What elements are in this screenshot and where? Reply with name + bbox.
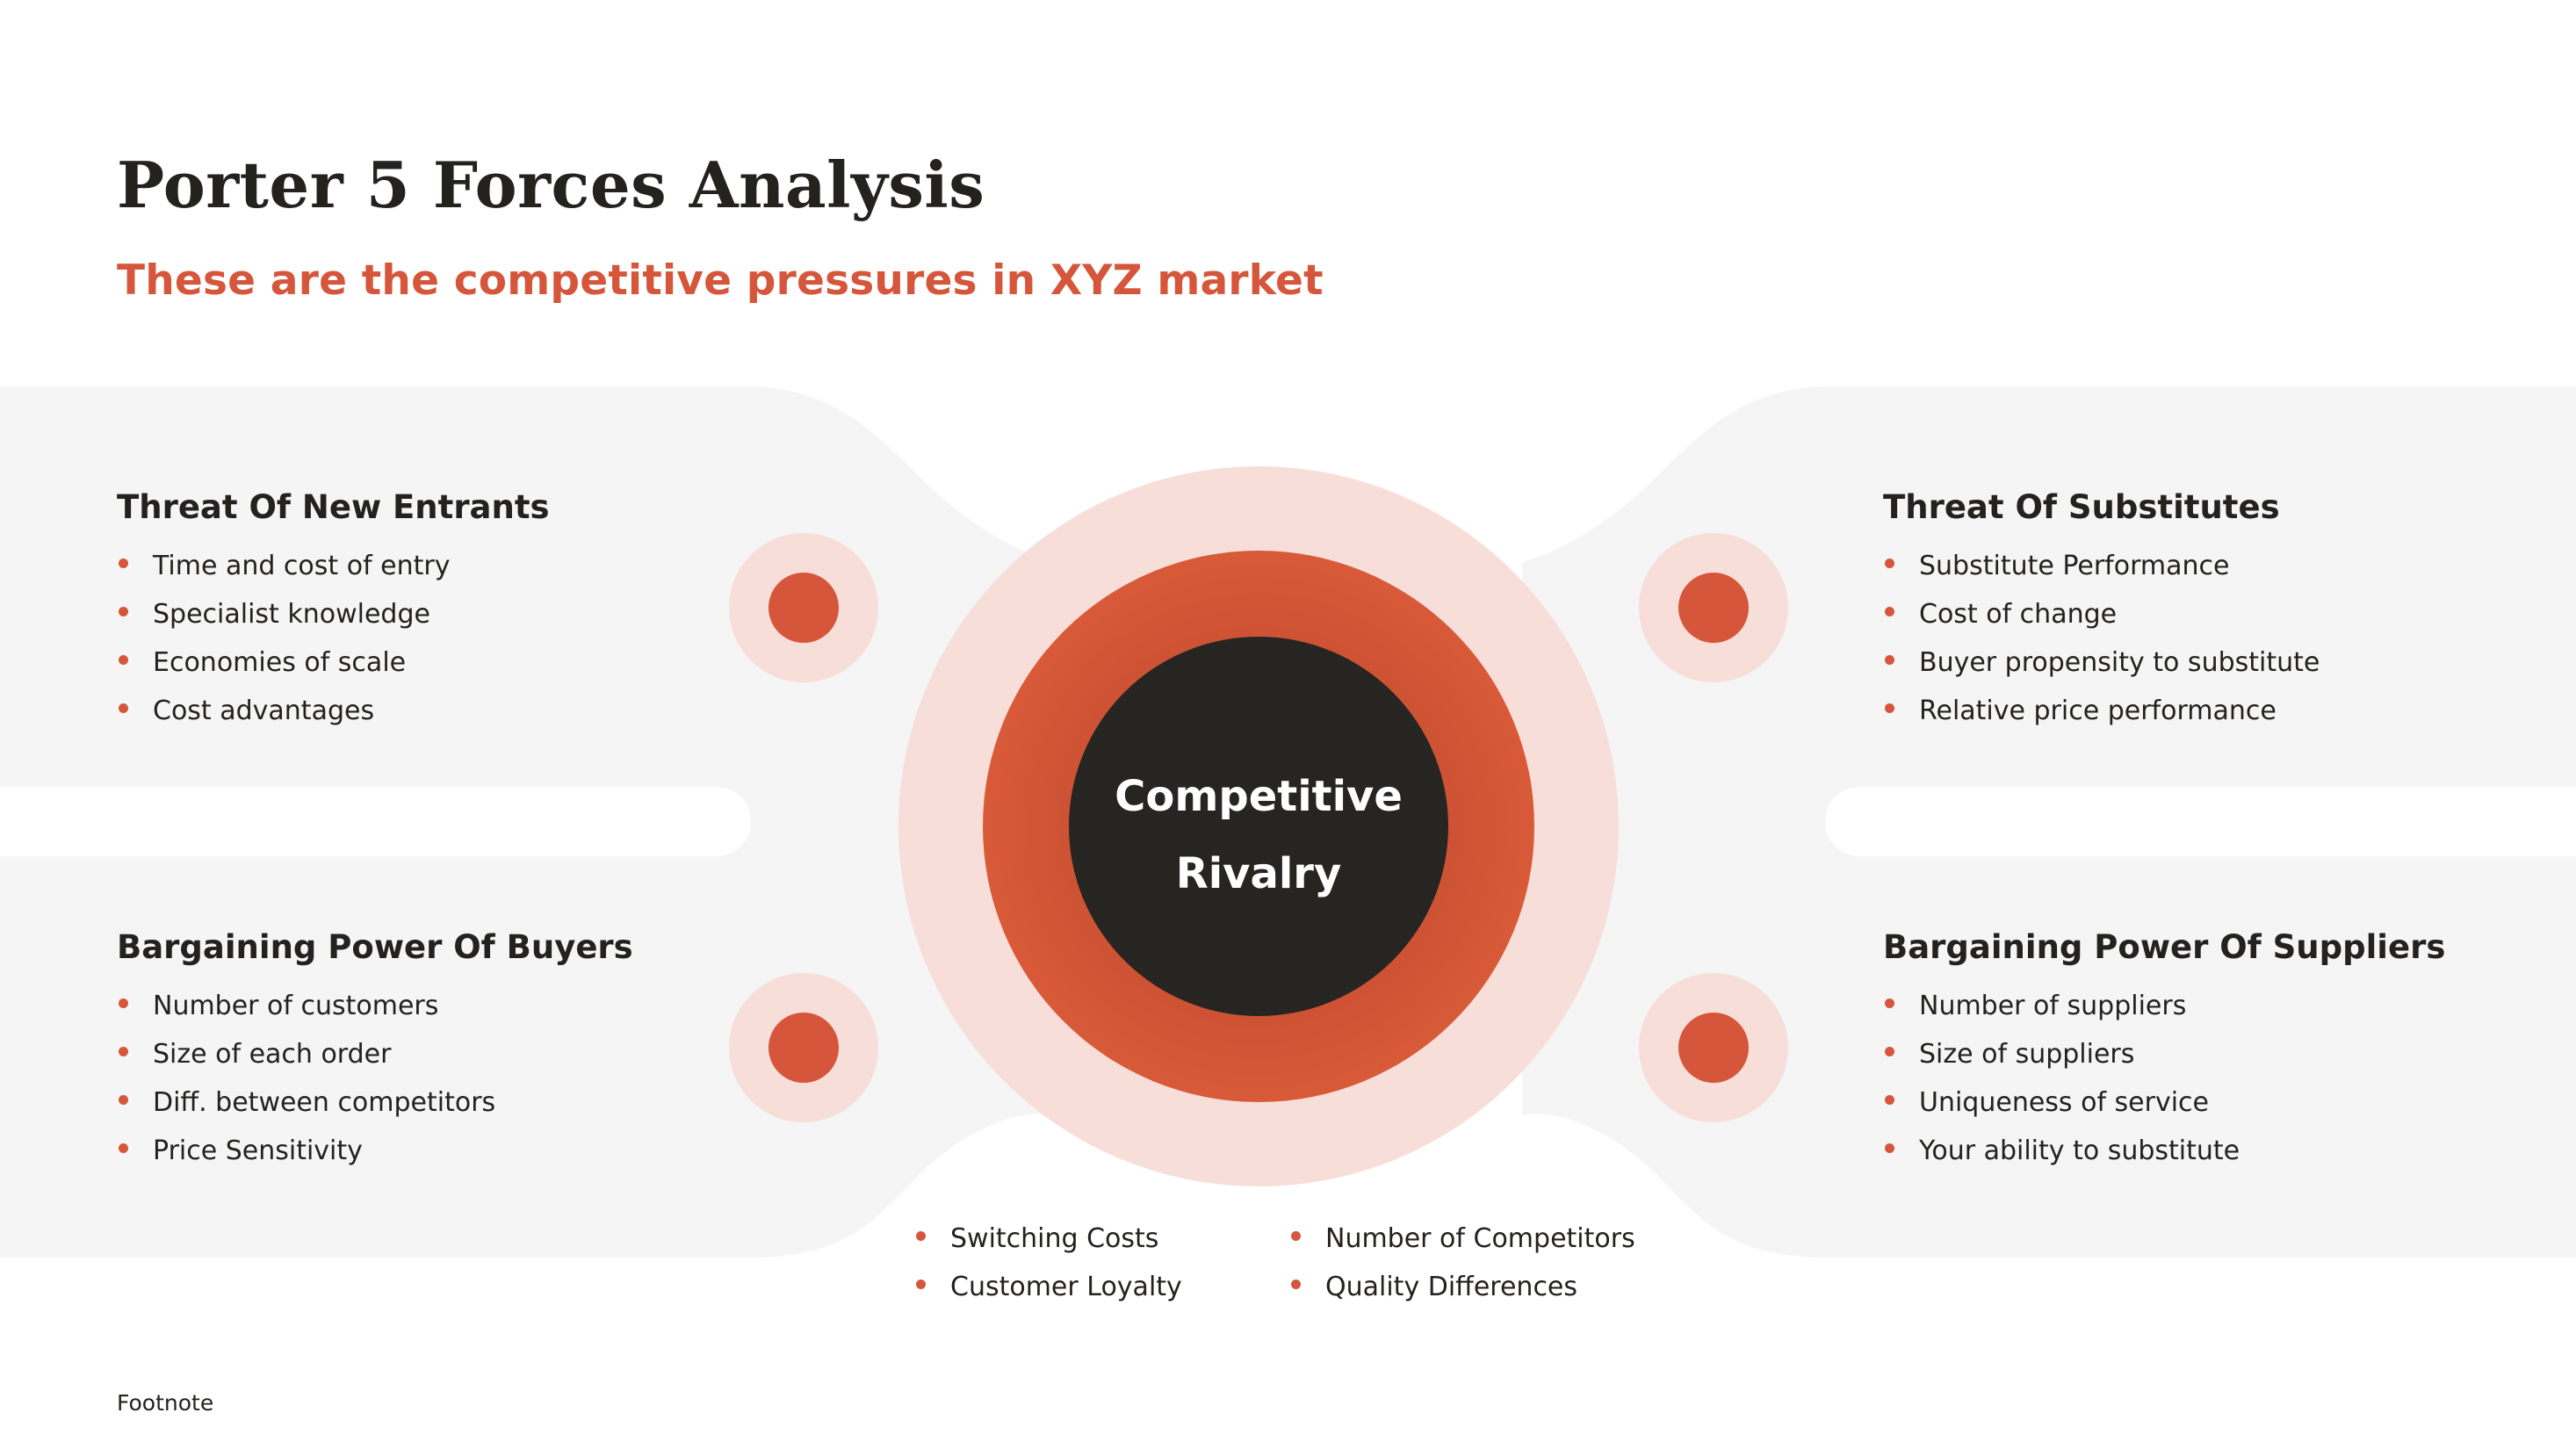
left-gap [0, 787, 751, 856]
list-item: Specialist knowledge [117, 597, 732, 645]
list-item: Number of Competitors [1289, 1222, 1685, 1270]
marker-substitutes-icon [1639, 533, 1788, 682]
list-item: Size of each order [117, 1037, 732, 1085]
force-title: Bargaining Power Of Suppliers [1883, 928, 2446, 966]
marker-buyers-icon [729, 973, 878, 1122]
force-substitutes: Threat Of Substitutes Substitute Perform… [1883, 488, 2498, 742]
rivalry-factors-right: Number of Competitors Quality Difference… [1289, 1222, 1685, 1318]
list-item: Uniqueness of service [1883, 1085, 2498, 1134]
list-item: Customer Loyalty [914, 1270, 1266, 1318]
list-item: Number of customers [117, 989, 732, 1037]
force-suppliers: Bargaining Power Of Suppliers Number of … [1883, 928, 2498, 1182]
rivalry-core [1069, 637, 1448, 1016]
force-factor-list: Number of suppliers Size of suppliers Un… [1883, 989, 2498, 1182]
page-title: Porter 5 Forces Analysis [117, 148, 985, 222]
force-title: Threat Of New Entrants [117, 488, 550, 526]
rivalry-label-line2: Rivalry [1175, 849, 1342, 898]
list-item: Quality Differences [1289, 1270, 1685, 1318]
force-title: Bargaining Power Of Buyers [117, 928, 633, 966]
list-item: Diff. between competitors [117, 1085, 732, 1134]
marker-new-entrants-icon [729, 533, 878, 682]
marker-suppliers-icon [1639, 973, 1788, 1122]
footnote: Footnote [117, 1390, 214, 1416]
force-new-entrants: Threat Of New Entrants Time and cost of … [117, 488, 732, 742]
force-factor-list: Number of customers Size of each order D… [117, 989, 732, 1182]
rivalry-factors-left: Switching Costs Customer Loyalty [914, 1222, 1266, 1318]
force-buyers: Bargaining Power Of Buyers Number of cus… [117, 928, 732, 1182]
rivalry-factor-list: Switching Costs Customer Loyalty [914, 1222, 1266, 1318]
list-item: Your ability to substitute [1883, 1134, 2498, 1182]
list-item: Size of suppliers [1883, 1037, 2498, 1085]
force-factor-list: Time and cost of entry Specialist knowle… [117, 549, 732, 742]
list-item: Buyer propensity to substitute [1883, 645, 2498, 694]
list-item: Switching Costs [914, 1222, 1266, 1270]
right-gap [1825, 787, 2576, 856]
list-item: Substitute Performance [1883, 549, 2498, 597]
rivalry-label-line1: Competitive [1115, 772, 1403, 821]
list-item: Price Sensitivity [117, 1134, 732, 1182]
list-item: Cost of change [1883, 597, 2498, 645]
force-factor-list: Substitute Performance Cost of change Bu… [1883, 549, 2498, 742]
page-subtitle: These are the competitive pressures in X… [117, 256, 1324, 305]
list-item: Time and cost of entry [117, 549, 732, 597]
rivalry-factor-list: Number of Competitors Quality Difference… [1289, 1222, 1685, 1318]
panel-gaps [0, 787, 2576, 856]
rivalry-target [898, 466, 1619, 1186]
rivalry-label: Competitive Rivalry [1065, 758, 1452, 912]
force-markers [729, 533, 1788, 1122]
list-item: Economies of scale [117, 645, 732, 694]
list-item: Cost advantages [117, 694, 732, 742]
force-title: Threat Of Substitutes [1883, 488, 2280, 526]
list-item: Number of suppliers [1883, 989, 2498, 1037]
list-item: Relative price performance [1883, 694, 2498, 742]
